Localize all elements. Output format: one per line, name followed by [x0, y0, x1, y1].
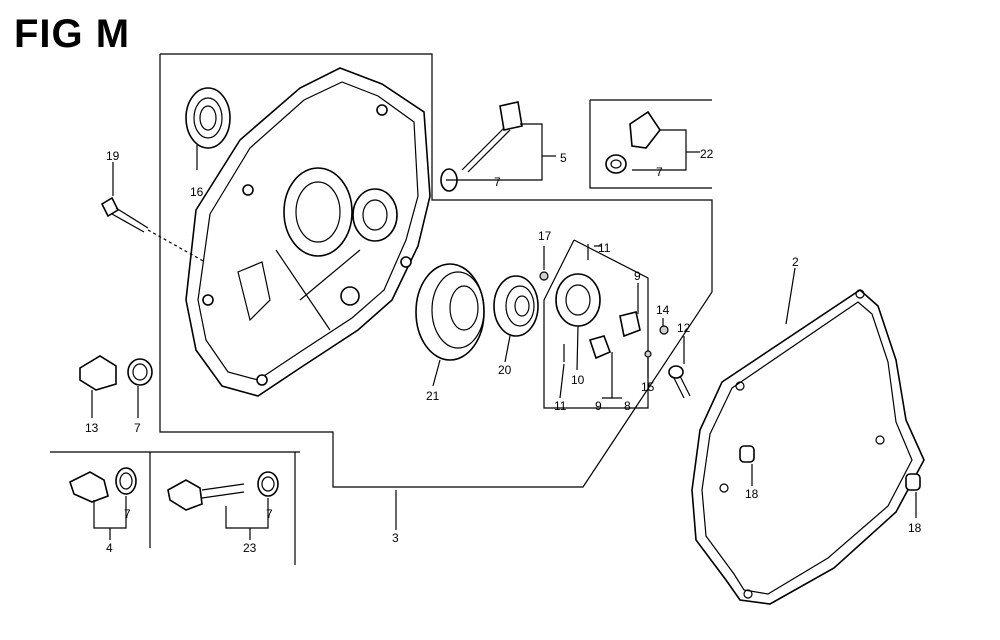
- dowel-pin-18a: [739, 445, 755, 463]
- callout-7-gauge: 7: [494, 175, 501, 189]
- callout-8: 8: [624, 399, 631, 413]
- drain-plug-23: [167, 471, 279, 511]
- oil-level-gauge-5: [440, 101, 523, 192]
- callout-7-plug23: 7: [266, 507, 273, 521]
- callout-2: 2: [792, 255, 799, 269]
- callout-7-drain: 7: [134, 421, 141, 435]
- crankcase-cover: [185, 67, 431, 397]
- callout-7-cap: 7: [656, 165, 663, 179]
- flange-bolt-19: [100, 196, 206, 263]
- callout-10: 10: [571, 373, 585, 387]
- group-frame-plugs: [50, 451, 300, 565]
- callout-5: 5: [560, 151, 567, 165]
- callouts: 19 16 5 7 22 7 17 11 9 14 12 2 21 20 10 …: [85, 147, 922, 555]
- callout-3: 3: [392, 531, 399, 545]
- callout-17: 17: [538, 229, 552, 243]
- callout-22: 22: [700, 147, 714, 161]
- callout-15: 15: [641, 380, 655, 394]
- callout-14: 14: [656, 303, 670, 317]
- callout-12: 12: [677, 321, 691, 335]
- callout-9-bottom: 9: [595, 399, 602, 413]
- callout-19: 19: [106, 149, 120, 163]
- group-frame-filler-22: [589, 99, 712, 189]
- callout-20: 20: [498, 363, 512, 377]
- callout-11-bottom: 11: [554, 399, 567, 413]
- callout-16: 16: [190, 185, 204, 199]
- bolt-12: [668, 365, 691, 399]
- callout-18-right: 18: [908, 521, 922, 535]
- callout-23: 23: [243, 541, 257, 555]
- ball-bearing-21: [415, 263, 485, 361]
- callout-18-left: 18: [745, 487, 759, 501]
- callout-4: 4: [106, 541, 113, 555]
- drain-plug-13: [79, 355, 153, 391]
- callout-7-plug4: 7: [124, 507, 131, 521]
- oil-filler-cap-22: [605, 110, 661, 174]
- callout-11-top: 11: [598, 241, 611, 255]
- figure-title: FIG M: [14, 12, 131, 56]
- drain-plug-4: [69, 467, 137, 503]
- callout-9-top: 9: [634, 269, 641, 283]
- oil-seal-16: [185, 87, 231, 149]
- dowel-pin-18b: [905, 473, 921, 491]
- ball-bearing-20: [493, 275, 539, 337]
- callout-21: 21: [426, 389, 440, 403]
- leader-lines: [91, 123, 917, 540]
- callout-13: 13: [85, 421, 99, 435]
- governor-assembly-8: [539, 239, 669, 409]
- gasket-2: [691, 288, 925, 605]
